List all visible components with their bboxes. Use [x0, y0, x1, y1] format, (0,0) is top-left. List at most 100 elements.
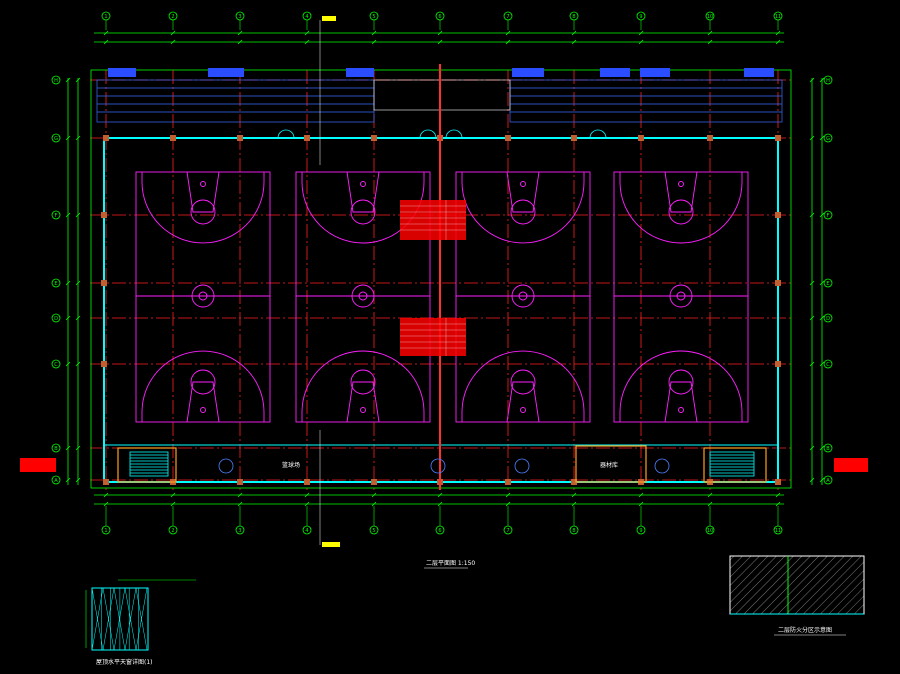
svg-text:A: A — [826, 478, 830, 484]
fire-zone-title: 二层防火分区示意图 — [778, 626, 832, 634]
svg-text:F: F — [827, 213, 830, 219]
toilet-fixtures — [218, 458, 670, 474]
svg-text:4: 4 — [305, 14, 308, 20]
column-bubble-top: 6 — [435, 11, 445, 21]
column-bubble-top: 5 — [369, 11, 379, 21]
elevation-tags — [322, 16, 340, 547]
svg-text:2: 2 — [171, 14, 174, 20]
svg-text:G: G — [826, 136, 830, 142]
column-bubble-bottom: 11 — [773, 525, 783, 535]
column-axis-bubbles-bottom: 1 2 3 4 5 6 7 8 9 10 11 — [101, 506, 783, 535]
row-bubble-left: G — [51, 133, 61, 143]
row-bubble-right: E — [823, 278, 833, 288]
row-bubble-right: A — [823, 475, 833, 485]
room-label-storage: 器材库 — [600, 461, 618, 469]
column-bubble-top: 1 — [101, 11, 111, 21]
svg-text:11: 11 — [775, 528, 781, 534]
svg-text:4: 4 — [305, 528, 308, 534]
svg-text:6: 6 — [438, 14, 441, 20]
column-bubble-top: 3 — [235, 11, 245, 21]
annotation-table-lower — [400, 318, 466, 356]
stair-left — [117, 447, 177, 483]
column-bubble-top: 11 — [773, 11, 783, 21]
stair-right — [703, 447, 767, 483]
svg-text:D: D — [826, 316, 830, 322]
column-axis-bubbles-top: 1 2 3 4 5 6 7 8 9 10 11 — [101, 11, 783, 30]
basketball-courts — [135, 171, 749, 423]
seating-hatch-blocks — [108, 68, 774, 77]
main-plan-title: 二层平面图 1:150 — [426, 560, 475, 567]
column-bubble-bottom: 7 — [503, 525, 513, 535]
row-bubble-left: A — [51, 475, 61, 485]
row-bubble-left: B — [51, 443, 61, 453]
row-bubble-right: G — [823, 133, 833, 143]
row-bubble-right: F — [823, 210, 833, 220]
svg-text:F: F — [55, 213, 58, 219]
svg-text:8: 8 — [572, 14, 575, 20]
column-bubble-top: 10 — [705, 11, 715, 21]
svg-text:9: 9 — [639, 14, 642, 20]
row-bubble-left: F — [51, 210, 61, 220]
svg-text:D: D — [54, 316, 58, 322]
svg-text:8: 8 — [572, 528, 575, 534]
row-bubble-left: C — [51, 359, 61, 369]
row-bubble-right: C — [823, 359, 833, 369]
column-bubble-top: 9 — [636, 11, 646, 21]
side-notes — [20, 458, 868, 472]
row-bubble-right: B — [823, 443, 833, 453]
column-bubble-bottom: 4 — [302, 525, 312, 535]
spectator-seating — [96, 79, 783, 123]
row-bubble-right: D — [823, 313, 833, 323]
column-bubble-bottom: 8 — [569, 525, 579, 535]
svg-text:5: 5 — [372, 14, 375, 20]
column-bubble-top: 7 — [503, 11, 513, 21]
skylight-detail — [85, 579, 196, 651]
svg-text:H: H — [54, 78, 58, 84]
svg-text:1: 1 — [104, 14, 107, 20]
svg-text:9: 9 — [639, 528, 642, 534]
column-bubble-bottom: 3 — [235, 525, 245, 535]
basketball-court — [135, 171, 271, 423]
column-bubble-bottom: 9 — [636, 525, 646, 535]
doors — [277, 129, 607, 139]
svg-text:10: 10 — [707, 14, 713, 20]
svg-text:10: 10 — [707, 528, 713, 534]
svg-text:H: H — [826, 78, 830, 84]
basketball-court — [295, 171, 431, 423]
column-bubble-bottom: 2 — [168, 525, 178, 535]
row-axis-bubbles-left: H G F E D C B A — [51, 75, 61, 485]
row-axis-bubbles-right: H G F E D C B A — [823, 75, 833, 485]
svg-text:A: A — [54, 478, 58, 484]
column-bubble-bottom: 1 — [101, 525, 111, 535]
row-bubble-left: E — [51, 278, 61, 288]
svg-text:C: C — [54, 362, 58, 368]
svg-text:E: E — [54, 281, 57, 287]
column-bubble-top: 2 — [168, 11, 178, 21]
annotation-table-upper — [400, 200, 466, 240]
svg-text:2: 2 — [171, 528, 174, 534]
svg-text:7: 7 — [506, 14, 509, 20]
svg-text:11: 11 — [775, 14, 781, 20]
row-bubble-left: D — [51, 313, 61, 323]
dimension-ticks — [65, 30, 825, 507]
column-bubble-bottom: 5 — [369, 525, 379, 535]
svg-text:3: 3 — [238, 528, 241, 534]
column-bubble-top: 4 — [302, 11, 312, 21]
row-bubble-right: H — [823, 75, 833, 85]
column-bubble-top: 8 — [569, 11, 579, 21]
svg-text:G: G — [54, 136, 58, 142]
column-bubble-bottom: 6 — [435, 525, 445, 535]
skylight-detail-title: 屋顶水平天窗详图(1) — [96, 658, 153, 666]
svg-text:E: E — [826, 281, 829, 287]
basketball-court — [455, 171, 591, 423]
column-bubble-bottom: 10 — [705, 525, 715, 535]
svg-text:7: 7 — [506, 528, 509, 534]
svg-text:C: C — [826, 362, 830, 368]
storage-room — [575, 445, 647, 483]
svg-text:B: B — [826, 446, 830, 452]
row-bubble-left: H — [51, 75, 61, 85]
fire-zone-diagram — [729, 555, 865, 615]
room-label-court: 篮球场 — [282, 461, 300, 469]
svg-text:B: B — [54, 446, 58, 452]
